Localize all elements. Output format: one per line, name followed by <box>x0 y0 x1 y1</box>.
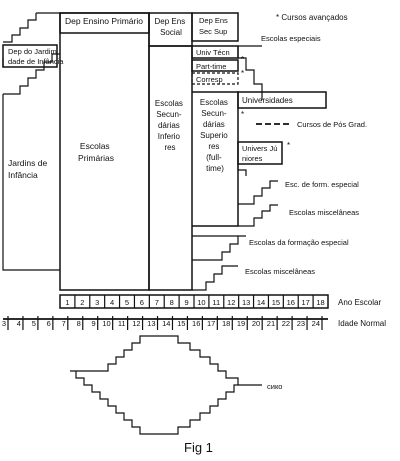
top-left-staircase <box>3 12 60 43</box>
age-number: 16 <box>192 319 200 328</box>
grade-number: 6 <box>140 298 144 307</box>
age-number: 5 <box>32 319 36 328</box>
misc-schools-staircase-1 <box>238 204 278 227</box>
grade-number: 2 <box>80 298 84 307</box>
kindergarten-label: Jardins de Infância <box>8 158 50 180</box>
age-number: 17 <box>207 319 215 328</box>
universities-label: Universidades <box>242 96 293 105</box>
primary-schools-label: Escolas Primárias <box>78 141 114 163</box>
junior-college-step <box>237 164 247 176</box>
age-number: 6 <box>47 319 51 328</box>
grade-number: 13 <box>242 298 250 307</box>
universities-box <box>237 91 327 109</box>
universities-asterisk: * <box>241 110 244 119</box>
age-number: 10 <box>102 319 110 328</box>
correspondence-box <box>191 72 239 85</box>
special-training-label-1: Esc. de form. especial <box>285 180 359 189</box>
correspondence-asterisk: * <box>241 69 244 78</box>
higher-right-staircase <box>237 46 263 92</box>
age-number: 23 <box>297 319 305 328</box>
special-training-staircase-1 <box>238 180 278 205</box>
kindergarten-outline <box>2 94 60 271</box>
age-number: 8 <box>77 319 81 328</box>
grade-number: 9 <box>184 298 188 307</box>
junior-college-asterisk: * <box>287 141 290 150</box>
primary-schools-block <box>59 12 150 291</box>
part-time-asterisk: * <box>241 55 244 64</box>
age-number: 11 <box>118 319 126 328</box>
age-number: 18 <box>222 319 230 328</box>
higher-dept-header-box <box>191 12 239 42</box>
misc-schools-label-1: Escolas miscelâneas <box>289 208 359 217</box>
grade-number: 12 <box>227 298 235 307</box>
junior-college-label: Univers Jú niores <box>242 144 280 163</box>
grade-number: 3 <box>95 298 99 307</box>
kindergarten-staircase <box>3 53 60 95</box>
grade-number: 1 <box>65 298 69 307</box>
tech-university-label: Univ Técn <box>196 48 230 57</box>
grade-number: 11 <box>212 298 220 307</box>
tree-symbol-label: сико <box>267 382 282 391</box>
age-number: 12 <box>132 319 140 328</box>
advanced-courses-note: * Cursos avançados <box>276 13 348 22</box>
age-number: 4 <box>17 319 21 328</box>
lower-secondary-block <box>148 45 193 291</box>
grade-number: 15 <box>272 298 280 307</box>
part-time-label: Part-time <box>196 62 226 71</box>
grade-number: 4 <box>110 298 114 307</box>
postgrad-label: Cursos de Pós Grad. <box>297 120 367 129</box>
header-row: Dep Ensino Primário Dep Ens Social Dep E… <box>59 12 348 47</box>
figure-caption: Fig 1 <box>184 440 213 455</box>
age-number: 13 <box>147 319 155 328</box>
school-year-label: Ano Escolar <box>338 298 381 307</box>
grade-number: 18 <box>316 298 324 307</box>
grade-number: 5 <box>125 298 129 307</box>
misc-schools-staircase-2 <box>192 265 238 291</box>
special-training-label-2: Escolas da formação especial <box>249 238 349 247</box>
higher-dept-header: Dep Ens Sec Sup <box>199 16 230 36</box>
age-number: 20 <box>252 319 260 328</box>
correspondence-label: Corresp <box>196 75 223 84</box>
age-number: 7 <box>62 319 66 328</box>
secondary-dept-header: Dep Ens Social <box>155 17 188 37</box>
grade-number: 7 <box>155 298 159 307</box>
grade-number: 10 <box>197 298 205 307</box>
kindergarten-dept-label: Dep do Jardim dade de Infância <box>8 47 64 66</box>
special-schools-label: Escolas especiais <box>261 34 321 43</box>
age-number: 21 <box>267 319 275 328</box>
grade-number: 14 <box>257 298 265 307</box>
age-number: 15 <box>177 319 185 328</box>
school-tree-symbol <box>70 335 239 435</box>
age-number: 9 <box>92 319 96 328</box>
age-number: 22 <box>282 319 290 328</box>
junior-college-box <box>237 141 283 165</box>
age-number: 19 <box>237 319 245 328</box>
upper-secondary-label: Escolas Secun- dárias Superio res (full-… <box>200 98 230 173</box>
kindergarten-department-block: Dep do Jardim dade de Infância <box>2 44 64 68</box>
normal-age-label: Idade Normal <box>338 319 386 328</box>
grade-number: 8 <box>170 298 174 307</box>
grade-number: 16 <box>287 298 295 307</box>
age-ticks: 3 4 5 6 7 8 9 10 11 12 13 14 15 16 17 18 19 20 21 22 23 24 <box>2 316 323 330</box>
part-time-box <box>191 59 239 72</box>
age-number: 3 <box>2 319 6 328</box>
age-number: 24 <box>312 319 320 328</box>
lower-secondary-label: Escolas Secun- dárias Inferio res <box>155 99 185 152</box>
grade-number: 17 <box>301 298 309 307</box>
primary-dept-header: Dep Ensino Primário <box>65 16 143 26</box>
special-training-staircase-2 <box>192 235 246 261</box>
normal-age-ruler: 3 4 5 6 7 8 9 10 11 12 13 14 15 16 17 18 19 20 21 22 23 24 Id… <box>2 316 386 330</box>
misc-schools-label-2: Escolas miscelâneas <box>245 267 315 276</box>
age-number: 14 <box>162 319 170 328</box>
